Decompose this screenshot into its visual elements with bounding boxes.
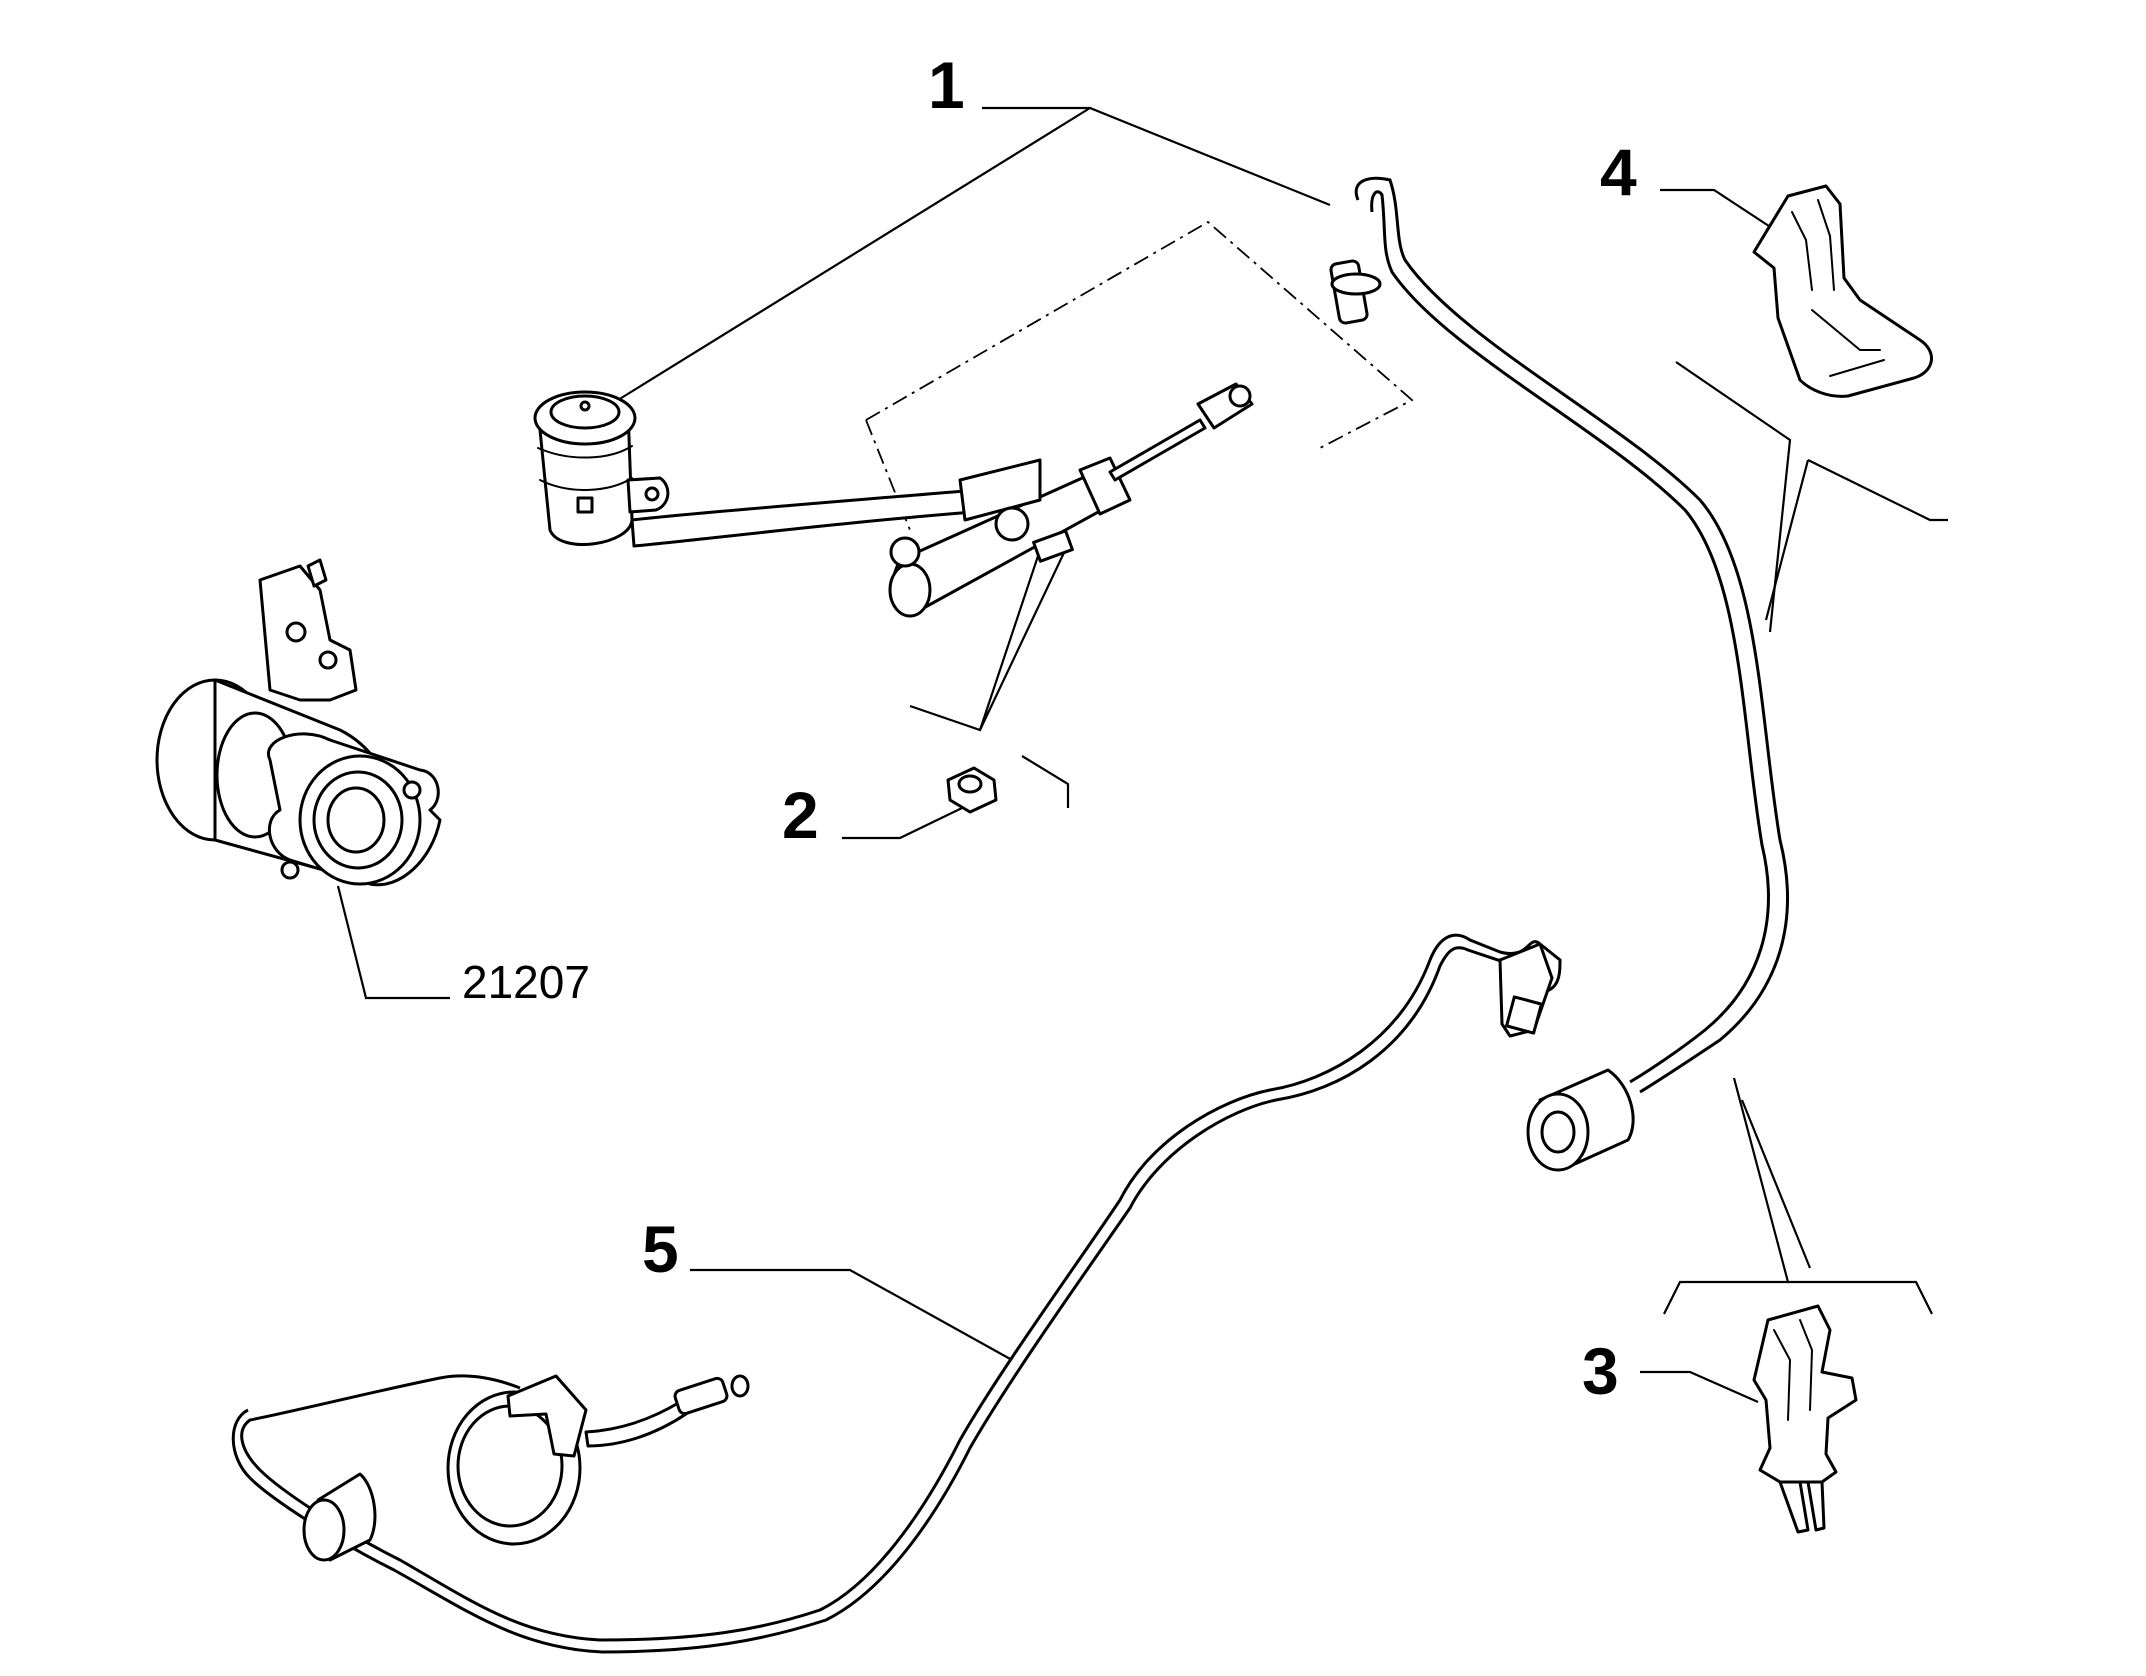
leader-line-2-bracket-b — [1021, 755, 1070, 808]
leader-line-4-branch — [1764, 459, 1810, 621]
pipe-5-damper-end — [302, 1498, 346, 1562]
leader-line-4 — [1660, 188, 1779, 233]
clip-4-detail-d — [1829, 359, 1885, 377]
clip-3-detail-a — [1773, 1329, 1792, 1421]
clip-4-detail-c — [1811, 309, 1881, 351]
slave-flange-hole-a — [402, 780, 422, 800]
clip-4-body — [1752, 184, 1933, 398]
dash-box-outline — [865, 220, 1414, 449]
nut-hole — [957, 774, 983, 794]
slave-bracket — [258, 564, 358, 702]
callout-1-label[interactable]: 1 — [928, 48, 965, 122]
callout-5-label[interactable]: 5 — [642, 1212, 679, 1286]
pipe-5-ring-clamp — [506, 1374, 588, 1458]
part-1-clutch-hydraulic-assembly[interactable] — [533, 176, 1789, 1172]
part-5-slave-pipe[interactable] — [231, 933, 1562, 1654]
pipe-5-bleed-pipe — [584, 1400, 688, 1448]
leader-line-1-branch — [617, 107, 1091, 401]
leader-lines — [336, 106, 1948, 1404]
pipe-5-bleed-cap — [730, 1374, 750, 1398]
hose-inner — [1370, 190, 1770, 1084]
part-4-hose-clip[interactable] — [1752, 184, 1933, 398]
leader-line-4-bracket — [1675, 361, 1792, 633]
callout-4-label[interactable]: 4 — [1600, 135, 1637, 209]
master-cylinder — [888, 456, 1132, 618]
leader-line-4-bracket-b — [1807, 459, 1948, 522]
clip-3-stem — [1778, 1480, 1810, 1534]
part-21207-slave-cylinder[interactable] — [155, 558, 442, 887]
clip-3-body — [1752, 1304, 1858, 1484]
leader-line-3 — [1640, 1370, 1759, 1404]
part-2-nut[interactable] — [946, 766, 998, 814]
pipe-5-outer — [240, 933, 1562, 1642]
hose-outer — [1354, 176, 1789, 1094]
slave-bracket-tab — [306, 558, 328, 588]
pipe-5-ring-inner — [456, 1404, 564, 1528]
push-rod — [1108, 418, 1207, 482]
clip-3-stem-b — [1806, 1480, 1826, 1532]
callout-3-label[interactable]: 3 — [1582, 1334, 1619, 1408]
leader-line-2 — [842, 807, 963, 840]
hose-damper — [1526, 1068, 1635, 1172]
slave-flange-hole-b — [280, 860, 300, 880]
pipe-5-bleed-nipple — [673, 1376, 729, 1416]
clip-4-detail-b — [1817, 199, 1835, 291]
clip-4-detail-a — [1791, 211, 1813, 291]
leader-line-5 — [690, 1268, 1013, 1361]
push-rod-end — [1228, 384, 1252, 408]
slave-bore-inner — [326, 786, 386, 854]
leader-line-3-bracket-b — [1788, 1280, 1933, 1315]
pipe-5-upper-nut — [1505, 995, 1543, 1035]
leader-line-21207 — [336, 885, 450, 1000]
leader-line-1 — [982, 106, 1331, 207]
hose-top-clamp — [1330, 272, 1382, 296]
pipe-5-inner — [231, 946, 1547, 1654]
slave-bracket-hole-a — [285, 621, 307, 643]
slave-bracket-hole-b — [318, 650, 338, 670]
part-3-hose-clip[interactable] — [1752, 1304, 1858, 1534]
leader-line-3-bracket — [1663, 1077, 1790, 1315]
leader-line-3-branch — [1740, 1099, 1812, 1269]
leader-line-2-branch — [978, 549, 1042, 731]
reference-21207-label[interactable]: 21207 — [462, 956, 590, 1008]
clip-3-detail-b — [1799, 1319, 1814, 1411]
callout-2-label[interactable]: 2 — [782, 778, 819, 852]
